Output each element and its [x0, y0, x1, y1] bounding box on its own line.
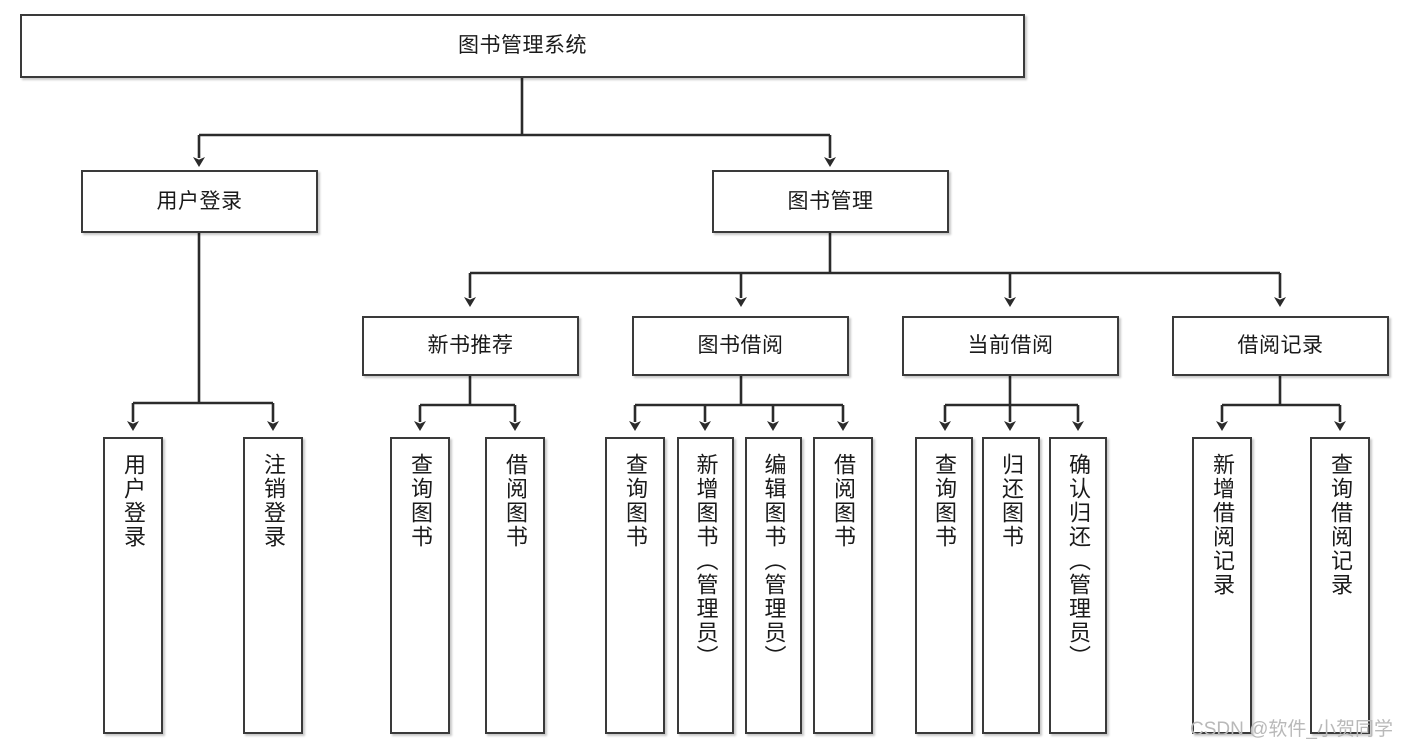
- node-label: 图书借阅: [697, 334, 784, 358]
- node-book-management[interactable]: 图书管理: [712, 170, 949, 233]
- node-label: 当前借阅: [967, 334, 1054, 358]
- leaf-user-login-logout[interactable]: 注销登录: [243, 437, 303, 734]
- node-label: 用户登录: [121, 453, 146, 549]
- node-label: 借阅图书: [831, 453, 856, 549]
- leaf-borrow-borrow-book[interactable]: 借阅图书: [813, 437, 873, 734]
- node-label: 归还图书: [999, 453, 1024, 549]
- node-label: 新书推荐: [427, 334, 514, 358]
- leaf-current-return-book[interactable]: 归还图书: [982, 437, 1040, 734]
- leaf-borrow-edit-book-admin[interactable]: 编辑图书（管理员）: [745, 437, 802, 734]
- node-root-system[interactable]: 图书管理系统: [20, 14, 1025, 78]
- node-label: 查询图书: [932, 453, 957, 549]
- leaf-borrow-add-book-admin[interactable]: 新增图书（管理员）: [677, 437, 734, 734]
- node-label: 借阅记录: [1237, 334, 1324, 358]
- node-current-borrow[interactable]: 当前借阅: [902, 316, 1119, 376]
- node-label: 查询图书: [623, 453, 648, 549]
- node-label: 用户登录: [156, 189, 243, 213]
- leaf-recommend-query-book[interactable]: 查询图书: [390, 437, 450, 734]
- node-label: 查询借阅记录: [1328, 453, 1353, 597]
- leaf-records-add-record[interactable]: 新增借阅记录: [1192, 437, 1252, 734]
- node-label: 图书管理系统: [458, 34, 587, 58]
- leaf-borrow-query-book[interactable]: 查询图书: [605, 437, 665, 734]
- node-label: 新增借阅记录: [1210, 453, 1235, 597]
- node-label: 图书管理: [787, 189, 874, 213]
- leaf-current-confirm-return-admin[interactable]: 确认归还（管理员）: [1049, 437, 1107, 734]
- node-new-book-recommend[interactable]: 新书推荐: [362, 316, 579, 376]
- leaf-records-query-record[interactable]: 查询借阅记录: [1310, 437, 1370, 734]
- node-borrow-records[interactable]: 借阅记录: [1172, 316, 1389, 376]
- node-book-borrow[interactable]: 图书借阅: [632, 316, 849, 376]
- leaf-user-login-login[interactable]: 用户登录: [103, 437, 163, 734]
- leaf-recommend-borrow-book[interactable]: 借阅图书: [485, 437, 545, 734]
- node-label: 借阅图书: [503, 453, 528, 549]
- node-label: 查询图书: [408, 453, 433, 549]
- node-label: 新增图书（管理员）: [693, 453, 719, 669]
- node-label: 编辑图书（管理员）: [761, 453, 787, 669]
- node-label: 注销登录: [261, 453, 286, 549]
- leaf-current-query-book[interactable]: 查询图书: [915, 437, 973, 734]
- node-user-login[interactable]: 用户登录: [81, 170, 318, 233]
- node-label: 确认归还（管理员）: [1066, 453, 1091, 669]
